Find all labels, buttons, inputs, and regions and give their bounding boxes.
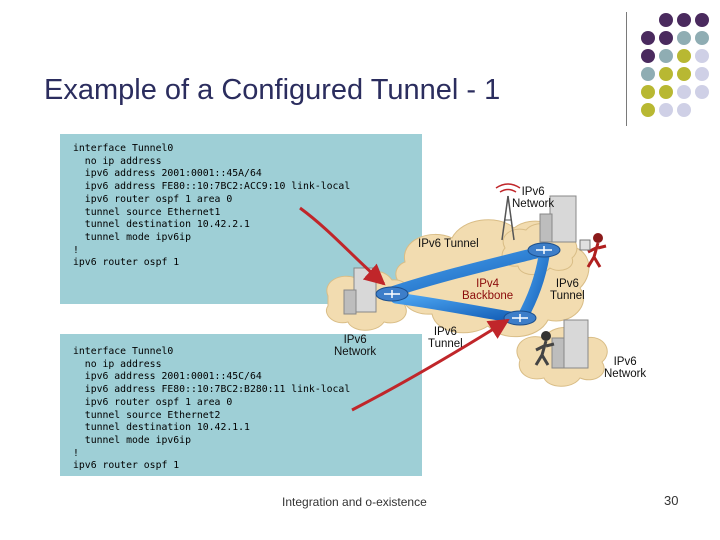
decorative-dot	[677, 49, 691, 63]
building-icon	[539, 195, 577, 243]
code-line: ipv6 address 2001:0001::45A/64	[73, 168, 262, 180]
footer-text: Integration and o-existence	[282, 495, 427, 509]
code-line: tunnel destination 10.42.2.1	[73, 219, 250, 231]
code-line: interface Tunnel0	[73, 346, 174, 357]
decorative-dot	[695, 13, 709, 27]
config-code-bottom: interface Tunnel0 no ip address ipv6 add…	[73, 346, 350, 473]
person-icon	[579, 233, 607, 268]
code-line: interface Tunnel0	[73, 143, 174, 154]
code-line: ipv6 router ospf 1 area 0	[73, 396, 233, 408]
network-diagram	[299, 183, 608, 412]
ipv6-tunnel-link	[386, 246, 546, 298]
router-icon	[503, 310, 537, 326]
antenna-icon	[495, 183, 521, 241]
decorative-dot	[641, 103, 655, 117]
code-line: tunnel source Ethernet1	[73, 206, 221, 218]
decorative-dot	[677, 13, 691, 27]
page-title: Example of a Configured Tunnel - 1	[44, 74, 501, 106]
code-line: no ip address	[73, 155, 162, 167]
decorative-dot	[659, 49, 673, 63]
building-icon	[551, 319, 589, 369]
decorative-dot	[641, 67, 655, 81]
code-line: ipv6 address FE80::10:7BC2:ACC9:10 link-…	[73, 181, 351, 193]
router-icon	[375, 286, 409, 302]
code-line: tunnel mode ipv6ip	[73, 434, 191, 446]
decorative-dot	[695, 85, 709, 99]
decorative-dot	[641, 85, 655, 99]
divider-line	[626, 12, 627, 126]
decorative-dot	[641, 49, 655, 63]
code-line: ipv6 address FE80::10:7BC2:B280:11 link-…	[73, 384, 351, 396]
decorative-dot	[677, 67, 691, 81]
decorative-dot	[659, 67, 673, 81]
decorative-dot	[695, 49, 709, 63]
code-line: ipv6 address 2001:0001::45C/64	[73, 371, 262, 383]
decorative-dot	[659, 13, 673, 27]
decorative-dot-grid	[641, 13, 709, 117]
building-icon	[343, 267, 377, 315]
ipv6-tunnel-link	[390, 292, 522, 324]
code-line: tunnel destination 10.42.1.1	[73, 422, 250, 434]
code-line: tunnel mode ipv6ip	[73, 231, 191, 243]
decorative-dot	[659, 31, 673, 45]
code-line: tunnel source Ethernet2	[73, 409, 221, 421]
label-ipv6-tunnel-top: IPv6 Tunnel	[418, 238, 479, 250]
config-code-top: interface Tunnel0 no ip address ipv6 add…	[73, 143, 350, 270]
router-icon	[527, 242, 561, 258]
decorative-dot	[695, 67, 709, 81]
annotation-arrow	[351, 318, 510, 412]
code-line: ipv6 router ospf 1	[73, 257, 180, 269]
code-line: no ip address	[73, 358, 162, 370]
decorative-dot	[695, 31, 709, 45]
decorative-dot	[641, 31, 655, 45]
code-line: ipv6 router ospf 1	[73, 460, 180, 472]
code-line: !	[73, 447, 79, 459]
decorative-dot	[677, 85, 691, 99]
person-icon	[534, 331, 555, 366]
decorative-dot	[677, 31, 691, 45]
decorative-dot	[677, 103, 691, 117]
annotation-arrow	[299, 206, 386, 286]
code-line: !	[73, 244, 79, 256]
code-line: ipv6 router ospf 1 area 0	[73, 193, 233, 205]
decorative-dot	[659, 103, 673, 117]
decorative-dot	[659, 85, 673, 99]
page-number: 30	[664, 493, 679, 508]
